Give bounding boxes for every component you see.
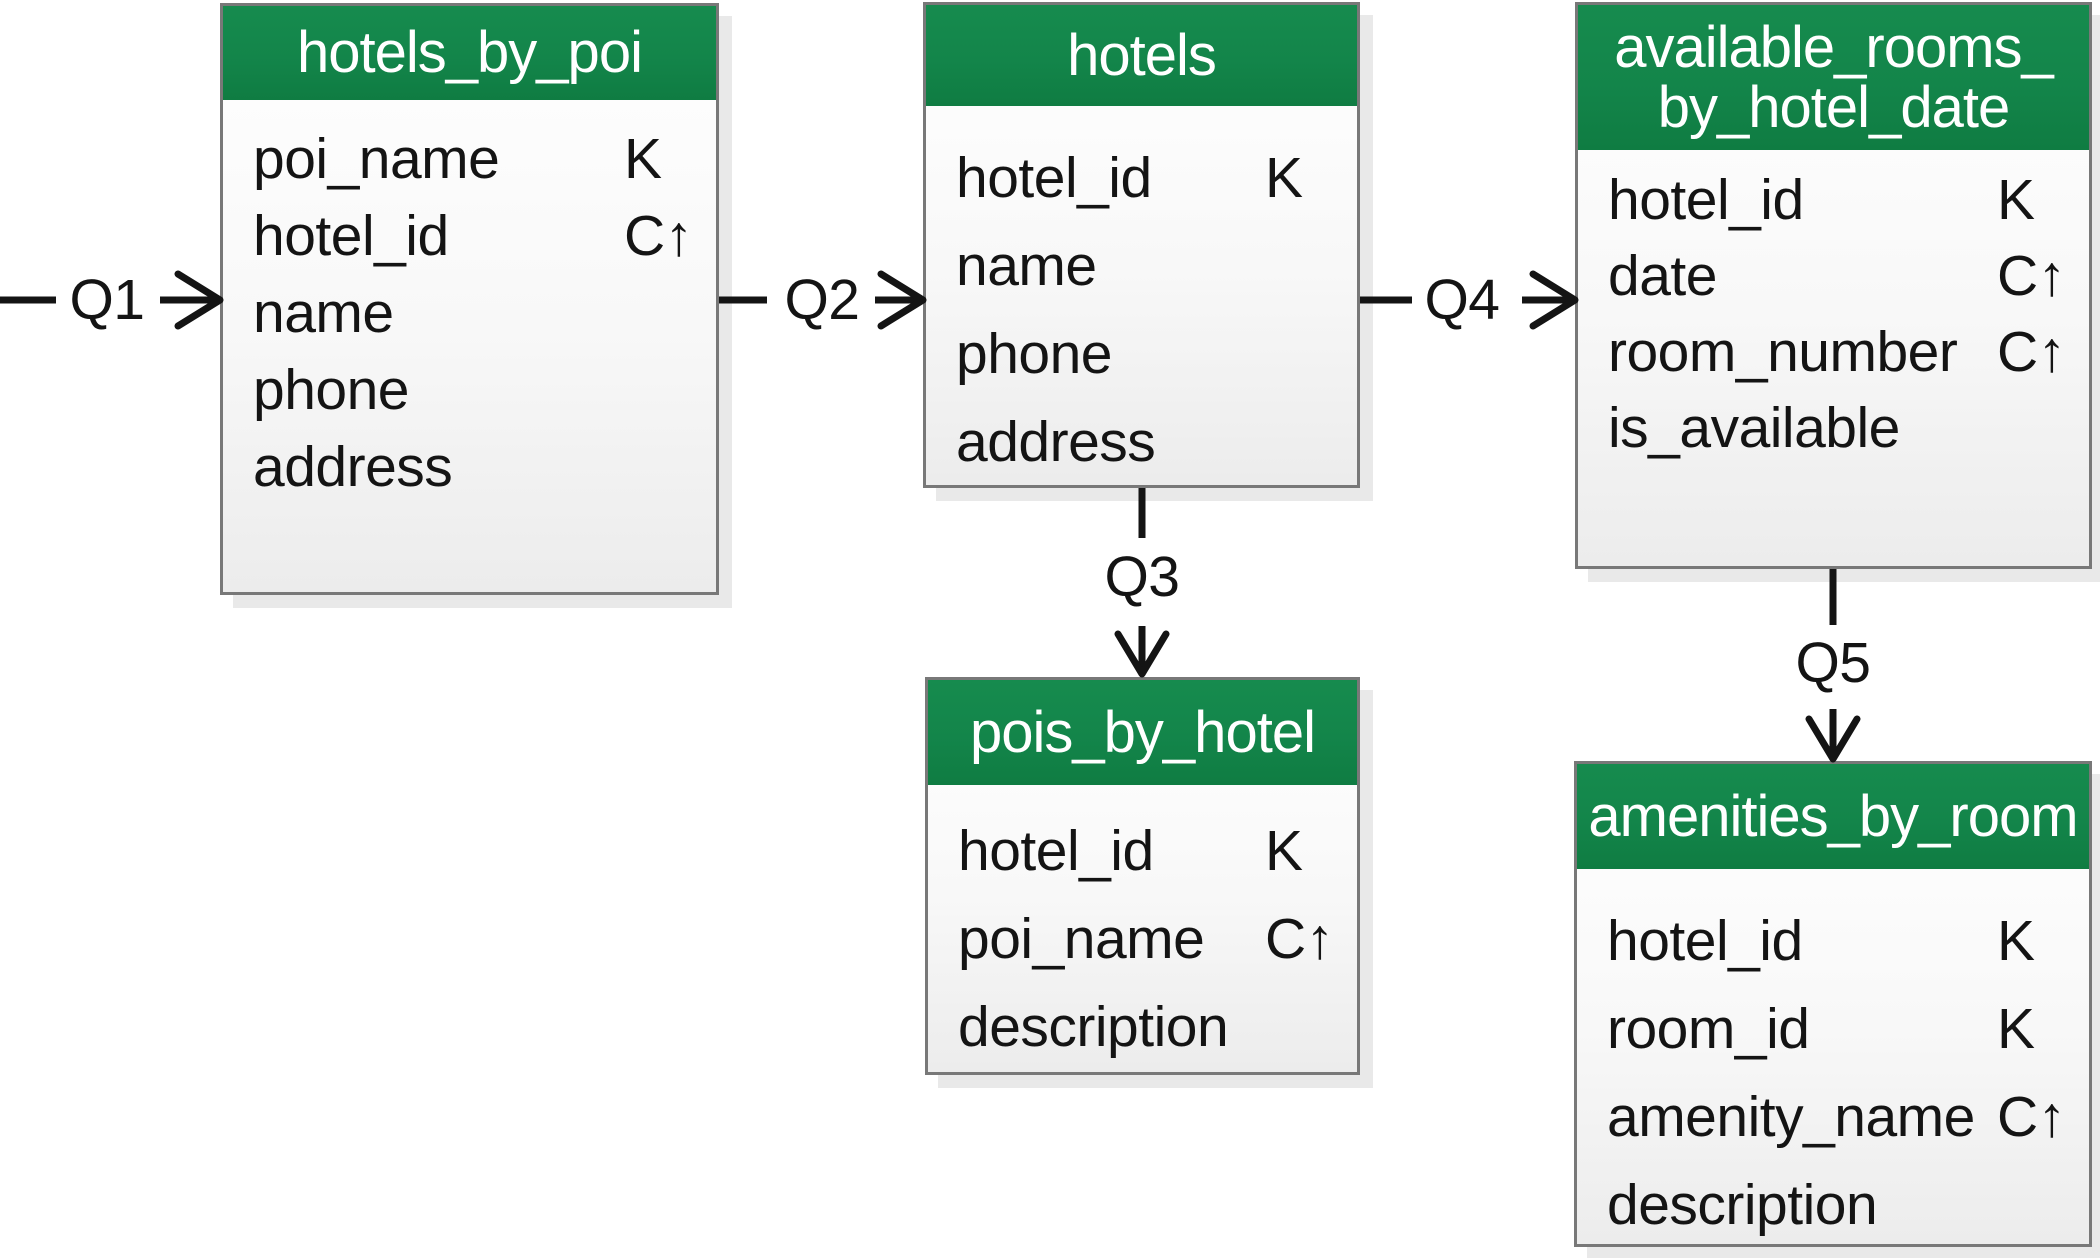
column-name: hotel_id bbox=[958, 819, 1154, 883]
q4-arrow bbox=[1360, 270, 1579, 330]
table-row: hotel_id K bbox=[1577, 897, 2089, 985]
column-name: poi_name bbox=[253, 126, 500, 191]
table-title-line2: by_hotel_date bbox=[1657, 74, 2010, 140]
query-label-q3: Q3 bbox=[1104, 545, 1180, 609]
column-name: address bbox=[956, 410, 1156, 474]
table-row: address bbox=[223, 428, 716, 505]
column-name: hotel_id bbox=[956, 146, 1152, 210]
key-marker: K bbox=[1997, 997, 2035, 1061]
query-label-q2: Q2 bbox=[784, 268, 860, 332]
key-marker: C↑ bbox=[1997, 1085, 2066, 1149]
table-row: hotel_id K bbox=[928, 807, 1357, 895]
table-pois-by-hotel: pois_by_hotel hotel_id K poi_name C↑ descr… bbox=[925, 677, 1360, 1075]
query-label-q4: Q4 bbox=[1424, 268, 1500, 332]
column-name: room_number bbox=[1608, 320, 1958, 384]
table-title: hotels bbox=[1067, 22, 1217, 88]
key-marker: K bbox=[1265, 819, 1303, 883]
table-row: date C↑ bbox=[1578, 238, 2089, 314]
table-row: room_id K bbox=[1577, 985, 2089, 1073]
query-label-q1: Q1 bbox=[69, 268, 145, 332]
table-row: is_available bbox=[1578, 390, 2089, 466]
table-row: hotel_id C↑ bbox=[223, 197, 716, 274]
table-row: amenity_name C↑ bbox=[1577, 1073, 2089, 1161]
table-row: phone bbox=[926, 310, 1357, 398]
column-name: hotel_id bbox=[1607, 909, 1803, 973]
column-name: description bbox=[958, 995, 1229, 1059]
q2-arrow bbox=[719, 270, 927, 330]
column-name: name bbox=[956, 234, 1097, 298]
key-marker: C↑ bbox=[1997, 320, 2066, 384]
table-hotels: hotels hotel_id K name phone address bbox=[923, 2, 1360, 488]
column-name: poi_name bbox=[958, 907, 1205, 971]
column-name: date bbox=[1608, 244, 1717, 308]
table-hotels-by-poi: hotels_by_poi poi_name K hotel_id C↑ name … bbox=[220, 3, 719, 595]
arrow-head bbox=[877, 270, 927, 330]
table-header: hotels_by_poi bbox=[223, 6, 716, 100]
column-name: room_id bbox=[1607, 997, 1810, 1061]
key-marker: C↑ bbox=[624, 203, 693, 268]
table-header: hotels bbox=[926, 5, 1357, 106]
q5-arrow bbox=[1805, 569, 1861, 763]
key-marker: K bbox=[624, 126, 662, 191]
table-row: hotel_id K bbox=[926, 134, 1357, 222]
arrow-head bbox=[1114, 630, 1170, 678]
table-body: hotel_id K name phone address bbox=[926, 106, 1357, 486]
table-title: pois_by_hotel bbox=[970, 699, 1316, 765]
key-marker: K bbox=[1265, 146, 1303, 210]
column-name: is_available bbox=[1608, 396, 1900, 460]
column-name: name bbox=[253, 280, 394, 345]
table-title-line1: available_rooms_ bbox=[1614, 14, 2054, 80]
table-body: hotel_id K poi_name C↑ description bbox=[928, 785, 1357, 1071]
column-name: address bbox=[253, 434, 453, 499]
column-name: amenity_name bbox=[1607, 1085, 1975, 1149]
column-name: hotel_id bbox=[1608, 168, 1804, 232]
table-available-rooms-by-hotel-date: available_rooms_ by_hotel_date hotel_id K… bbox=[1575, 2, 2092, 569]
table-row: phone bbox=[223, 351, 716, 428]
column-name: description bbox=[1607, 1173, 1878, 1237]
table-row: name bbox=[926, 222, 1357, 310]
table-header: amenities_by_room bbox=[1577, 764, 2089, 869]
q3-arrow bbox=[1114, 488, 1170, 678]
table-title: amenities_by_room bbox=[1588, 783, 2078, 849]
column-name: hotel_id bbox=[253, 203, 449, 268]
arrow-head bbox=[1805, 715, 1861, 763]
table-body: poi_name K hotel_id C↑ name phone address bbox=[223, 100, 716, 505]
key-marker: C↑ bbox=[1265, 907, 1334, 971]
q1-arrow bbox=[0, 270, 224, 330]
arrow-head bbox=[1529, 270, 1579, 330]
key-marker: K bbox=[1997, 168, 2035, 232]
column-name: phone bbox=[956, 322, 1113, 386]
table-row: description bbox=[928, 983, 1357, 1071]
table-header: pois_by_hotel bbox=[928, 680, 1357, 785]
key-marker: K bbox=[1997, 909, 2035, 973]
query-label-q5: Q5 bbox=[1795, 631, 1871, 695]
table-row: poi_name C↑ bbox=[928, 895, 1357, 983]
table-title: hotels_by_poi bbox=[297, 20, 643, 85]
table-row: room_number C↑ bbox=[1578, 314, 2089, 390]
key-marker: C↑ bbox=[1997, 244, 2066, 308]
table-row: hotel_id K bbox=[1578, 162, 2089, 238]
arrow-head bbox=[174, 270, 224, 330]
table-row: description bbox=[1577, 1161, 2089, 1249]
table-row: name bbox=[223, 274, 716, 351]
table-header: available_rooms_ by_hotel_date bbox=[1578, 5, 2089, 150]
table-row: poi_name K bbox=[223, 120, 716, 197]
table-row: address bbox=[926, 398, 1357, 486]
column-name: phone bbox=[253, 357, 410, 422]
